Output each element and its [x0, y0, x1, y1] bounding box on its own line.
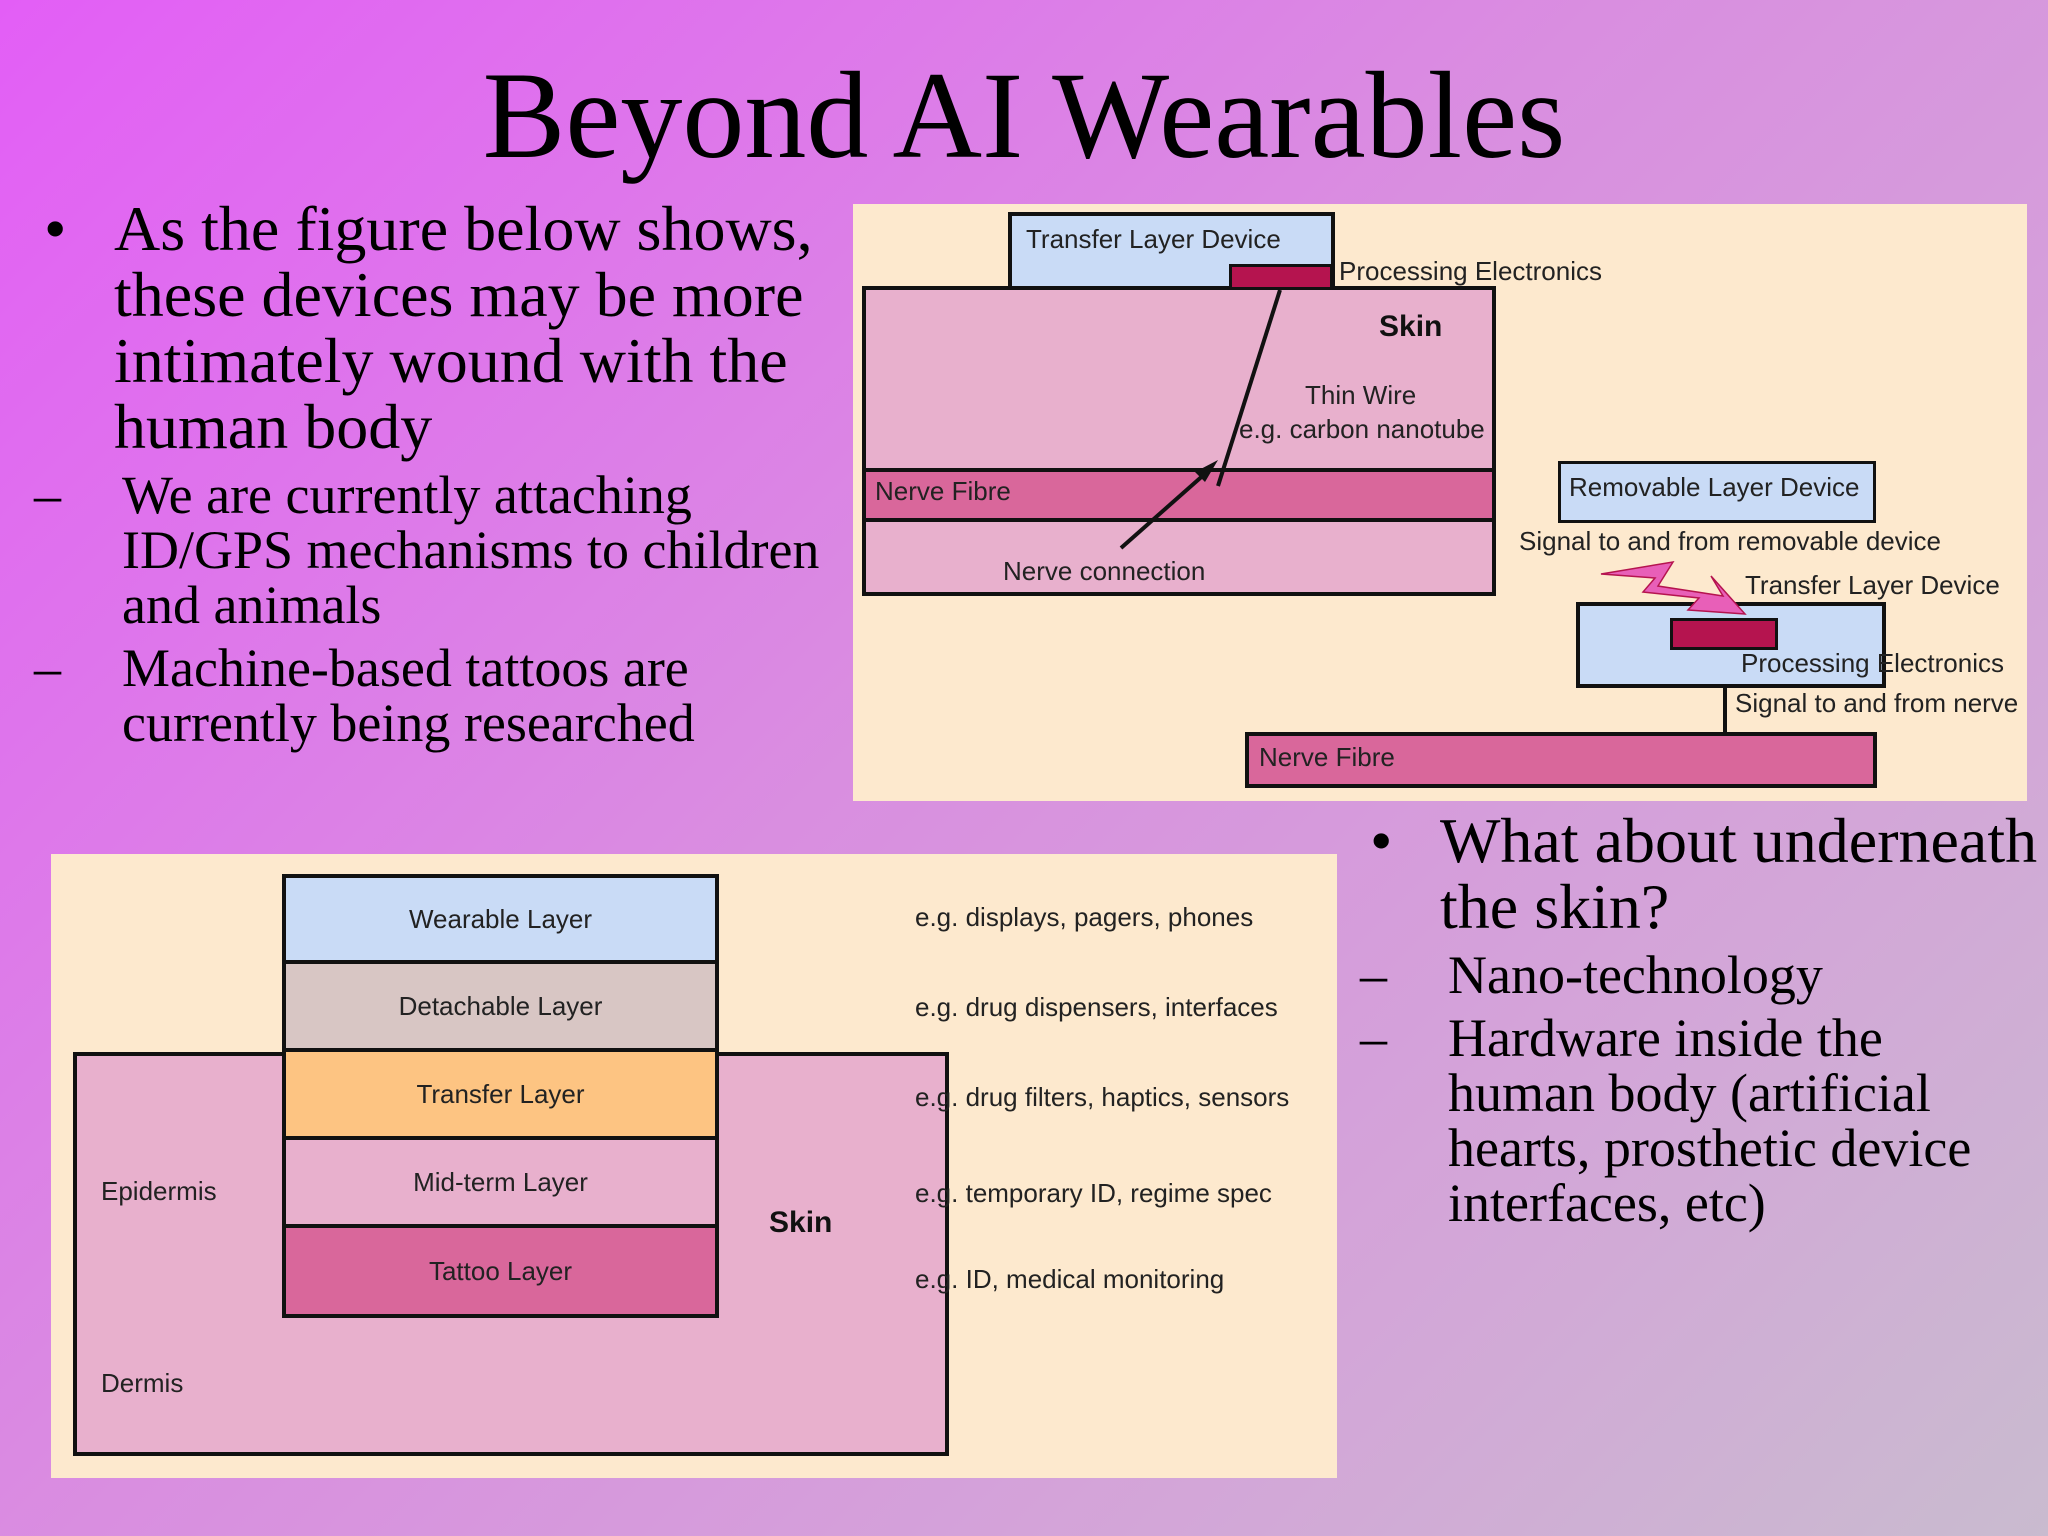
layer-name: Mid-term Layer [413, 1166, 588, 1197]
lightning-bolt-icon [1600, 560, 1747, 615]
sub-bullet: Hardware inside the human body (artifici… [1360, 1011, 2040, 1231]
layer-example-detachable: e.g. drug dispensers, interfaces [915, 992, 1278, 1022]
layer-tattoo: Tattoo Layer [282, 1224, 719, 1318]
bullet-main: As the figure below shows, these devices… [34, 196, 854, 460]
signal-nerve-label: Signal to and from nerve [1735, 688, 2019, 718]
layer-name: Detachable Layer [398, 990, 603, 1021]
layer-name: Tattoo Layer [428, 1255, 573, 1286]
wearable-layers-diagram: Epidermis Dermis Skin Wearable Layer Det… [51, 854, 1337, 1478]
left-bullet-list: As the figure below shows, these devices… [34, 196, 854, 751]
skin-label: Skin [769, 1206, 833, 1239]
processing-electronics-label: Processing Electronics [1339, 256, 1602, 286]
transfer-layer-device-label: Transfer Layer Device [1026, 224, 1281, 254]
thin-wire-line [1216, 289, 1282, 487]
nerve-fibre-2-label: Nerve Fibre [1259, 742, 1395, 772]
epidermis-label: Epidermis [101, 1176, 217, 1206]
layer-example-transfer: e.g. drug filters, haptics, sensors [915, 1082, 1290, 1112]
processing-electronics-chip [1229, 264, 1333, 290]
right-bullet-list: What about underneath the skin? Nano-tec… [1360, 808, 2040, 1231]
signal-removable-label: Signal to and from removable device [1519, 526, 1942, 556]
processing-electronics-chip-2 [1670, 618, 1778, 650]
nerve-interface-diagram: Nerve Fibre Transfer Layer Device Proces… [853, 204, 2027, 801]
sub-bullet: Nano-technology [1360, 948, 2040, 1004]
connector-lines [1119, 289, 1747, 734]
transfer-layer-device-2-label: Transfer Layer Device [1745, 570, 2000, 600]
layer-example-mid-term: e.g. temporary ID, regime spec [915, 1178, 1272, 1208]
layer-wearable: Wearable Layer [282, 874, 719, 964]
arrow-head [1195, 460, 1218, 482]
nerve-fibre-band-2 [1245, 732, 1877, 788]
layer-example-tattoo: e.g. ID, medical monitoring [915, 1264, 1225, 1294]
sub-bullet: We are currently attaching ID/GPS mechan… [34, 468, 854, 633]
processing-electronics-2-label: Processing Electronics [1741, 648, 2004, 678]
nerve-connection-line [1119, 470, 1209, 550]
layer-mid-term: Mid-term Layer [282, 1136, 719, 1228]
nerve-connection-label: Nerve connection [1003, 556, 1206, 586]
skin-label: Skin [1379, 310, 1443, 343]
removable-layer-device-label: Removable Layer Device [1569, 472, 1860, 502]
layer-example-wearable: e.g. displays, pagers, phones [915, 902, 1254, 932]
removable-layer-device [1558, 461, 1876, 523]
layer-name: Transfer Layer [416, 1078, 585, 1109]
transfer-layer-device-2 [1576, 602, 1886, 688]
layer-name: Wearable Layer [408, 903, 593, 934]
dermis-label: Dermis [101, 1368, 184, 1398]
thin-wire-label: Thin Wire [1305, 380, 1417, 410]
layer-transfer: Transfer Layer [282, 1048, 719, 1140]
slide-title: Beyond AI Wearables [482, 47, 1566, 184]
nerve-fibre-label: Nerve Fibre [875, 476, 1011, 506]
bullet-main: What about underneath the skin? [1360, 808, 2040, 940]
sub-bullet: Machine-based tattoos are currently bein… [34, 641, 854, 751]
thin-wire-example-label: e.g. carbon nanotube [1239, 414, 1485, 444]
layer-detachable: Detachable Layer [282, 960, 719, 1052]
